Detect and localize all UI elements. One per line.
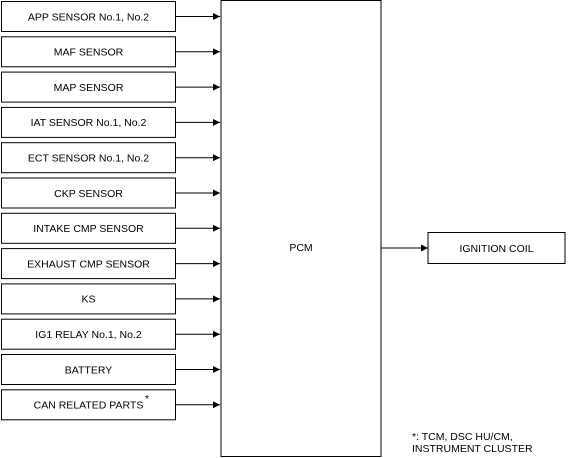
output-blocks: IGNITION COIL <box>381 232 566 264</box>
input-block: KS <box>1 283 220 315</box>
input-label: MAF SENSOR <box>54 47 124 59</box>
input-label: CKP SENSOR <box>54 188 123 200</box>
input-block: IAT SENSOR No.1, No.2 <box>1 106 220 138</box>
input-box <box>1 1 176 32</box>
input-box <box>1 106 176 138</box>
input-box <box>1 248 176 280</box>
input-label: CAN RELATED PARTS <box>34 400 144 412</box>
pcm-box <box>220 0 382 457</box>
input-box <box>1 318 176 350</box>
input-box <box>1 36 176 68</box>
input-box <box>1 212 176 244</box>
input-label: EXHAUST CMP SENSOR <box>27 258 150 270</box>
input-label: MAP SENSOR <box>54 82 124 94</box>
input-block: APP SENSOR No.1, No.2 <box>1 1 220 32</box>
footnote: *: TCM, DSC HU/CM, INSTRUMENT CLUSTER <box>412 431 533 455</box>
input-label: IAT SENSOR No.1, No.2 <box>31 117 147 129</box>
input-label: IG1 RELAY No.1, No.2 <box>35 329 142 341</box>
input-label: APP SENSOR No.1, No.2 <box>28 11 149 23</box>
footnote-line-1: *: TCM, DSC HU/CM, <box>412 431 513 443</box>
input-box <box>1 283 176 315</box>
input-box <box>1 71 176 103</box>
footnote-line-2: INSTRUMENT CLUSTER <box>412 443 533 455</box>
input-box <box>1 389 176 421</box>
output-block: IGNITION COIL <box>381 232 566 264</box>
input-block: CAN RELATED PARTS* <box>1 389 220 421</box>
pcm-block: PCM <box>220 0 382 457</box>
input-block: EXHAUST CMP SENSOR <box>1 248 220 280</box>
input-block: MAP SENSOR <box>1 71 220 103</box>
input-label: ECT SENSOR No.1, No.2 <box>28 152 149 164</box>
input-block: ECT SENSOR No.1, No.2 <box>1 142 220 174</box>
input-block: IG1 RELAY No.1, No.2 <box>1 318 220 350</box>
input-block: INTAKE CMP SENSOR <box>1 212 220 244</box>
input-box <box>1 177 176 209</box>
input-label: INTAKE CMP SENSOR <box>33 223 144 235</box>
output-box <box>427 232 566 264</box>
input-box <box>1 142 176 174</box>
input-label: BATTERY <box>65 364 112 376</box>
footnote-marker: * <box>145 393 149 405</box>
input-box <box>1 354 176 385</box>
pcm-label: PCM <box>289 242 312 254</box>
input-block: BATTERY <box>1 354 220 385</box>
output-label: IGNITION COIL <box>459 243 533 255</box>
input-label: KS <box>81 294 95 306</box>
input-block: MAF SENSOR <box>1 36 220 68</box>
input-block: CKP SENSOR <box>1 177 220 209</box>
